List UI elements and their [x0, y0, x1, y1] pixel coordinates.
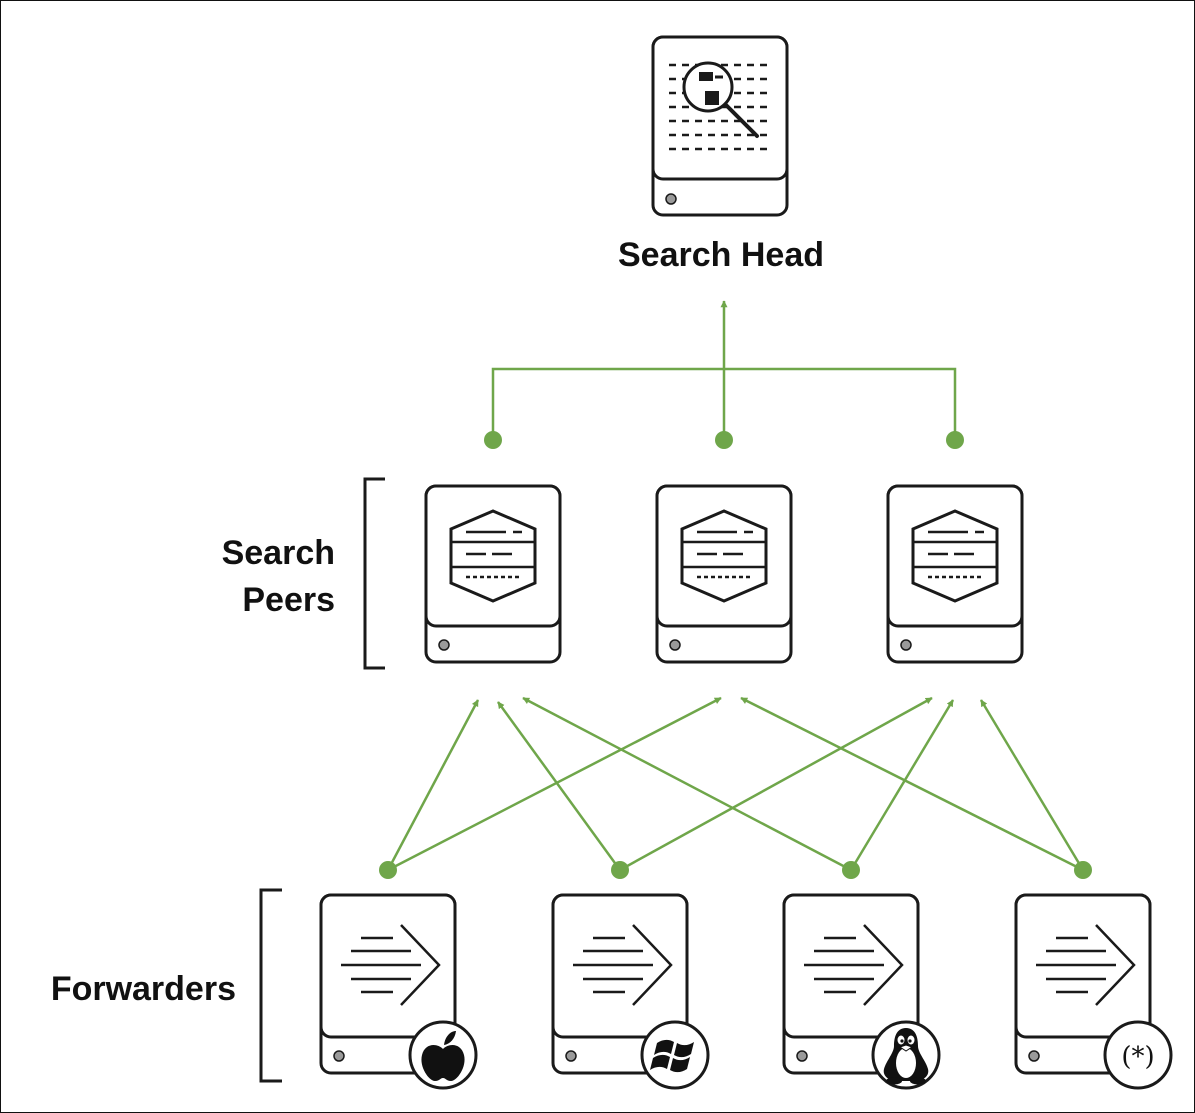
forward-arrow-icon	[341, 924, 441, 1006]
wildcard-badge-text: (*)	[1121, 1042, 1154, 1072]
search-peer-server-1	[424, 484, 562, 664]
linux-icon	[883, 1028, 929, 1085]
search-peers-label-line1: Search	[222, 534, 335, 572]
linux-os-badge	[871, 1020, 941, 1090]
forwarder-to-peer-arrows	[386, 696, 1085, 872]
arrow-f1-p1	[386, 699, 480, 871]
search-head-label: Search Head	[618, 236, 824, 274]
windows-icon	[650, 1039, 694, 1073]
search-peers-label-line2: Peers	[242, 581, 335, 619]
status-led	[900, 639, 912, 651]
forwarder-server-1	[319, 893, 478, 1090]
magnifier-icon	[682, 61, 759, 138]
arrow-f1-p2	[387, 696, 722, 872]
peer-connector-dots	[484, 431, 964, 449]
forwarder-server-3	[782, 893, 941, 1090]
forward-arrow-icon	[804, 924, 904, 1006]
forward-arrow-icon	[573, 924, 673, 1006]
windows-os-badge	[640, 1020, 710, 1090]
peer-to-head-connectors	[491, 300, 957, 440]
search-head-server	[651, 35, 789, 217]
status-led	[1028, 1050, 1040, 1062]
index-hexagon-icon	[449, 509, 537, 603]
arrow-f2-p3	[619, 696, 933, 872]
generic-os-badge: (*)	[1103, 1020, 1173, 1090]
search-peer-server-3	[886, 484, 1024, 664]
status-led	[669, 639, 681, 651]
forwarders-bracket	[259, 888, 282, 1083]
forwarders-label: Forwarders	[51, 970, 236, 1008]
status-led	[565, 1050, 577, 1062]
arrow-f2-p1	[496, 701, 622, 871]
forward-arrow-icon	[1036, 924, 1136, 1006]
forwarder-connector-dots	[379, 861, 1092, 879]
index-hexagon-icon	[680, 509, 768, 603]
status-led	[333, 1050, 345, 1062]
arrow-f4-p2	[740, 696, 1084, 872]
apple-os-badge	[408, 1020, 478, 1090]
status-led	[665, 193, 677, 205]
arrow-f3-p1	[522, 696, 852, 872]
search-peer-server-2	[655, 484, 793, 664]
status-led	[796, 1050, 808, 1062]
search-peers-bracket	[363, 477, 385, 670]
apple-icon	[421, 1031, 465, 1081]
forwarder-server-4: (*)	[1014, 893, 1173, 1090]
forwarder-server-2	[551, 893, 710, 1090]
index-hexagon-icon	[911, 509, 999, 603]
arrow-f4-p3	[979, 699, 1085, 871]
arrow-f3-p3	[849, 699, 955, 871]
status-led	[438, 639, 450, 651]
